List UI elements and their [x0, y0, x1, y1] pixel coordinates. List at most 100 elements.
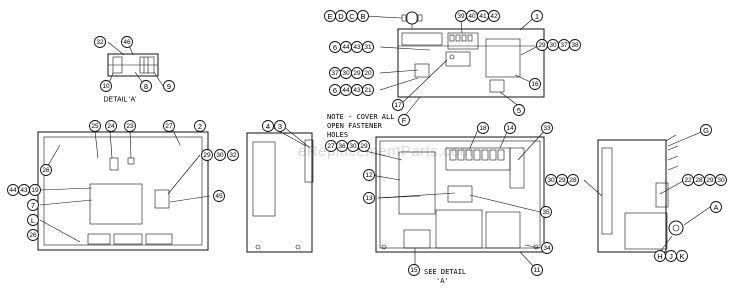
callout-text: 32 — [96, 39, 104, 46]
callout-c-44c: 44 — [7, 184, 19, 196]
callout-text: 11 — [534, 267, 541, 274]
callout-c-l: L — [27, 214, 39, 226]
callout-circle — [676, 250, 688, 262]
callout-text: 16 — [531, 81, 539, 88]
callout-c-10: 10 — [100, 80, 112, 92]
callout-circle — [529, 78, 541, 90]
callout-text: 29 — [203, 152, 211, 159]
callout-c-45: 45 — [213, 190, 225, 202]
callout-c-7: 7 — [27, 199, 39, 211]
callout-text: 3 — [278, 122, 282, 131]
callout-text: C — [349, 12, 355, 21]
callout-text: 12 — [365, 172, 373, 179]
callout-text: 35 — [542, 209, 550, 216]
callout-text: 43 — [20, 187, 28, 194]
callout-c-43b: 43 — [351, 84, 363, 96]
callout-text: 20 — [364, 70, 372, 77]
callout-c-30f: 30 — [715, 174, 727, 186]
callout-c-35: 35 — [540, 206, 552, 218]
callout-c-22: 22 — [682, 174, 694, 186]
callout-text: 26 — [42, 167, 50, 174]
callout-c-29d: 29 — [358, 140, 370, 152]
callout-c-a: A — [710, 201, 722, 213]
callout-c-27: 27 — [163, 120, 175, 132]
callout-text: K — [679, 252, 684, 261]
callout-c-1: 1 — [531, 10, 543, 22]
callout-c-46: 46 — [121, 36, 133, 48]
callout-circle — [488, 10, 500, 22]
callout-c-c: C — [346, 10, 358, 22]
callout-text: 27 — [165, 123, 173, 130]
callout-c-24: 24 — [105, 120, 117, 132]
callout-circle — [541, 122, 553, 134]
callout-circle — [541, 242, 553, 254]
callout-text: E — [327, 12, 332, 21]
callout-c-34: 34 — [541, 242, 553, 254]
callout-circle — [40, 164, 52, 176]
callout-c-32b: 32 — [227, 149, 239, 161]
callout-c-d: D — [335, 10, 347, 22]
callout-circle — [140, 80, 152, 92]
callout-circle — [262, 120, 274, 132]
callout-text: 10 — [102, 83, 110, 90]
note-line-1: NOTE - COVER ALL — [327, 113, 394, 121]
callout-text: B — [360, 12, 365, 21]
callout-c-36: 36 — [336, 140, 348, 152]
callout-c-b: B — [357, 10, 369, 22]
callout-text: 37 — [331, 70, 339, 77]
callout-text: 40 — [468, 13, 476, 20]
callout-text: 29 — [706, 177, 714, 184]
callout-text: 15 — [410, 267, 418, 274]
callout-text: 37 — [560, 42, 568, 49]
callout-circle — [363, 192, 375, 204]
callout-circle — [362, 84, 374, 96]
front-view-left — [37, 127, 211, 251]
top-center-view — [363, 11, 545, 118]
callout-circle — [408, 264, 420, 276]
callout-text: 18 — [479, 125, 487, 132]
callout-c-30a: 30 — [547, 39, 559, 51]
callout-c-4: 4 — [262, 120, 274, 132]
callout-text: 13 — [365, 195, 373, 202]
callout-c-2: 2 — [194, 120, 206, 132]
callout-c-15: 15 — [408, 264, 420, 276]
callout-text: 30 — [349, 143, 357, 150]
callout-circle — [124, 120, 136, 132]
side-view — [246, 125, 314, 253]
callout-c-37b: 37 — [329, 67, 341, 79]
callout-c-29b: 29 — [351, 67, 363, 79]
callout-text: 6 — [333, 86, 337, 95]
callout-circle — [27, 229, 39, 241]
callout-c-g: G — [700, 124, 712, 136]
watermark-text: eReplacementParts.com — [298, 143, 473, 160]
callout-c-12: 12 — [363, 169, 375, 181]
callout-c-21: 21 — [362, 84, 374, 96]
callout-c-e1: E — [324, 10, 336, 22]
callout-text: 34 — [543, 245, 551, 252]
callout-circle — [27, 199, 39, 211]
callout-text: 24 — [107, 123, 115, 130]
callout-text: L — [31, 216, 35, 225]
callout-c-30c: 30 — [214, 149, 226, 161]
callout-text: 30 — [717, 177, 725, 184]
callout-text: 44 — [342, 44, 350, 51]
callout-circle — [715, 174, 727, 186]
callout-c-43c: 43 — [18, 184, 30, 196]
callout-text: F — [402, 116, 407, 125]
callout-text: 1 — [535, 12, 539, 21]
callout-circle — [163, 80, 175, 92]
callout-c-25: 25 — [89, 120, 101, 132]
callout-circle — [567, 174, 579, 186]
callout-circle — [274, 120, 286, 132]
callout-c-j: J — [665, 250, 677, 262]
callout-text: 30 — [342, 70, 350, 77]
callout-text: 25 — [91, 123, 99, 130]
callout-circle — [362, 41, 374, 53]
callout-c-29a: 29 — [536, 39, 548, 51]
callout-c-29c: 29 — [201, 149, 213, 161]
callout-text: 23 — [126, 123, 134, 130]
callout-c-8: 8 — [140, 80, 152, 92]
callout-text: 36 — [338, 143, 346, 150]
callout-text: 28 — [695, 177, 703, 184]
